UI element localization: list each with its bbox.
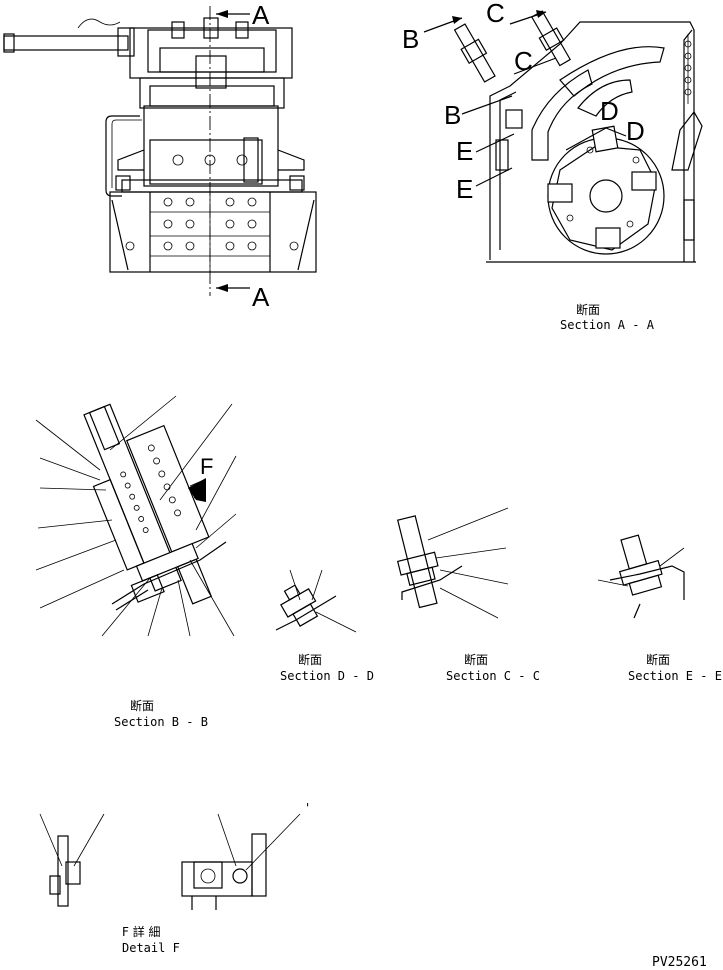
section-marker-e-lower: E (456, 174, 473, 204)
section-b-caption-jp: 断面 (130, 698, 154, 713)
detail-f-arrow-label: F (200, 454, 213, 479)
section-d-d-drawing (275, 569, 357, 633)
section-marker-b-upper: B (402, 24, 419, 54)
section-a-caption: Section A - A (560, 318, 655, 332)
detail-f-drawing (39, 813, 301, 910)
section-marker-d-left: D (600, 96, 619, 126)
section-e-e-drawing (597, 534, 685, 619)
section-d-caption-jp: 断面 (298, 652, 322, 667)
detail-f-caption-jp: F 詳 細 (122, 924, 161, 939)
section-marker-c-upper: C (486, 0, 505, 28)
section-d-caption: Section D - D (280, 669, 374, 683)
section-a-caption-jp: 断面 (576, 302, 600, 317)
section-b-b-drawing (35, 395, 237, 637)
section-marker-c-lower: C (514, 46, 533, 76)
section-marker-a-bottom: A (252, 282, 270, 312)
detail-f-caption: Detail F (122, 941, 180, 955)
section-marker-e-upper: E (456, 136, 473, 166)
section-c-caption-jp: 断面 (464, 652, 488, 667)
section-c-c-drawing (396, 507, 509, 619)
section-c-caption: Section C - C (446, 669, 540, 683)
section-a-a-drawing (423, 10, 703, 263)
section-marker-d-right: D (626, 116, 645, 146)
section-marker-b-lower: B (444, 100, 461, 130)
section-b-caption: Section B - B (114, 715, 208, 729)
stray-mark: ' (304, 801, 311, 815)
section-marker-a-top: A (252, 0, 270, 30)
drawing-number: PV25261 (652, 955, 707, 970)
section-e-caption-jp: 断面 (646, 652, 670, 667)
front-view-drawing (3, 6, 317, 296)
section-e-caption: Section E - E (628, 669, 722, 683)
